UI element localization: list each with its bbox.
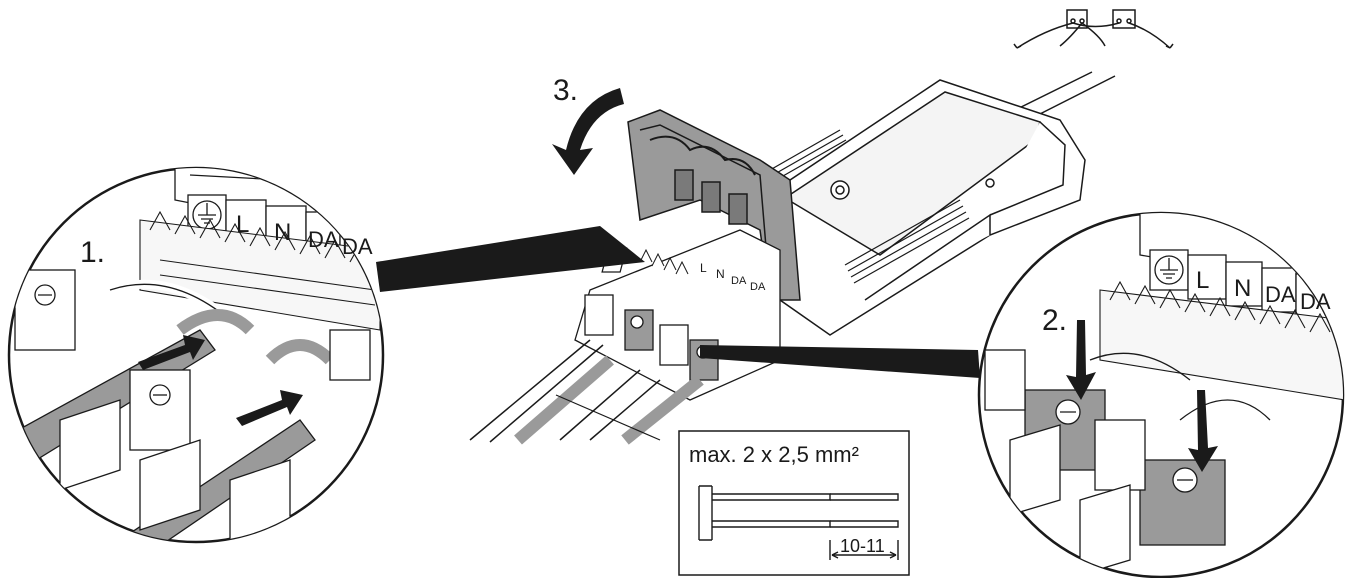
- step-two-label: 2.: [1042, 304, 1067, 337]
- wire-spec-title: max. 2 x 2,5 mm²: [689, 442, 859, 467]
- left-terminal-l: L: [236, 211, 249, 238]
- push-arrow-icon: [1066, 320, 1218, 472]
- wire-strip-length: 10-11: [840, 536, 885, 556]
- center-terminal-teeth: [639, 248, 689, 275]
- right-terminal-l: L: [1196, 267, 1209, 294]
- left-terminal-n: N: [274, 219, 291, 246]
- left-detail-inset: L N DA DA 1.: [7, 166, 385, 544]
- terminal-cover: [627, 109, 801, 301]
- center-terminal-n: N: [716, 267, 725, 281]
- left-terminal-da-1: DA: [308, 227, 339, 252]
- right-terminal-springs: [1099, 280, 1343, 401]
- center-terminal-labels: L N DA DA: [700, 261, 766, 293]
- push-arrow-icon: [138, 335, 303, 426]
- callout-left-wedge: [376, 226, 645, 292]
- right-terminal-da-1: DA: [1265, 282, 1296, 307]
- center-terminal-l: L: [700, 261, 707, 275]
- wire-stripping-drawing: [698, 485, 899, 560]
- driver-housing: [759, 79, 1086, 336]
- ground-symbol-icon: [1149, 249, 1189, 291]
- step-three-label: 3.: [553, 74, 578, 107]
- input-cables: [469, 339, 704, 445]
- center-terminal-da-2: DA: [750, 281, 766, 293]
- right-terminal-n: N: [1234, 275, 1251, 302]
- callout-right-wedge: [700, 345, 980, 378]
- vent-slots: [769, 129, 970, 284]
- right-detail-inset: L N DA DA 2.: [977, 211, 1345, 578]
- luminaire-daisy-chain-icon: [1013, 9, 1174, 49]
- wire-spec-box: max. 2 x 2,5 mm² 10-11: [678, 430, 910, 576]
- step-one-label: 1.: [80, 236, 105, 269]
- right-terminal-da-2: DA: [1300, 289, 1331, 314]
- curved-arrow-icon: [552, 88, 624, 175]
- center-terminal-da-1: DA: [731, 275, 747, 287]
- left-terminal-da-2: DA: [342, 234, 373, 259]
